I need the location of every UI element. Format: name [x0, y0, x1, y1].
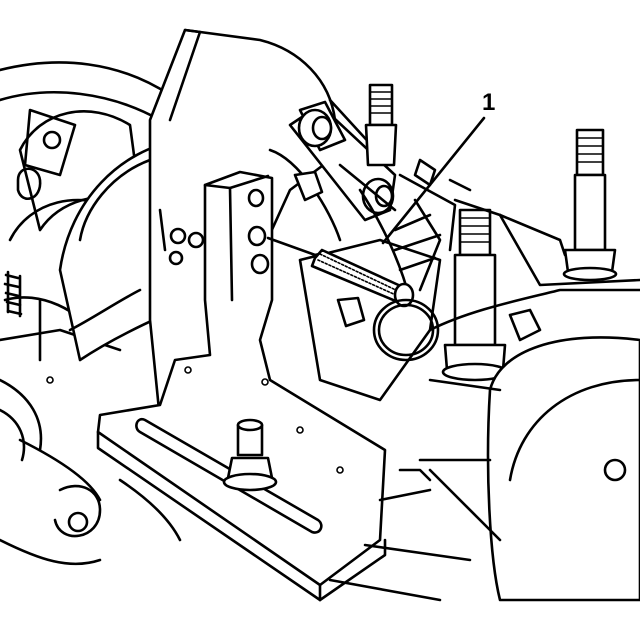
- stud-2: [562, 128, 618, 282]
- right-block: [398, 198, 640, 602]
- callout-1: 1: [381, 89, 495, 245]
- link-arm: [288, 98, 397, 222]
- callout-leader-line: [381, 116, 486, 245]
- guide-pin: [266, 236, 440, 362]
- stud-1: [364, 83, 398, 167]
- left-housing: [0, 61, 172, 566]
- callout-label: 1: [482, 89, 495, 116]
- spring-left: [3, 270, 23, 318]
- base-lines: [118, 478, 472, 602]
- stud-3: [441, 208, 509, 382]
- slot-bolt: [222, 418, 278, 492]
